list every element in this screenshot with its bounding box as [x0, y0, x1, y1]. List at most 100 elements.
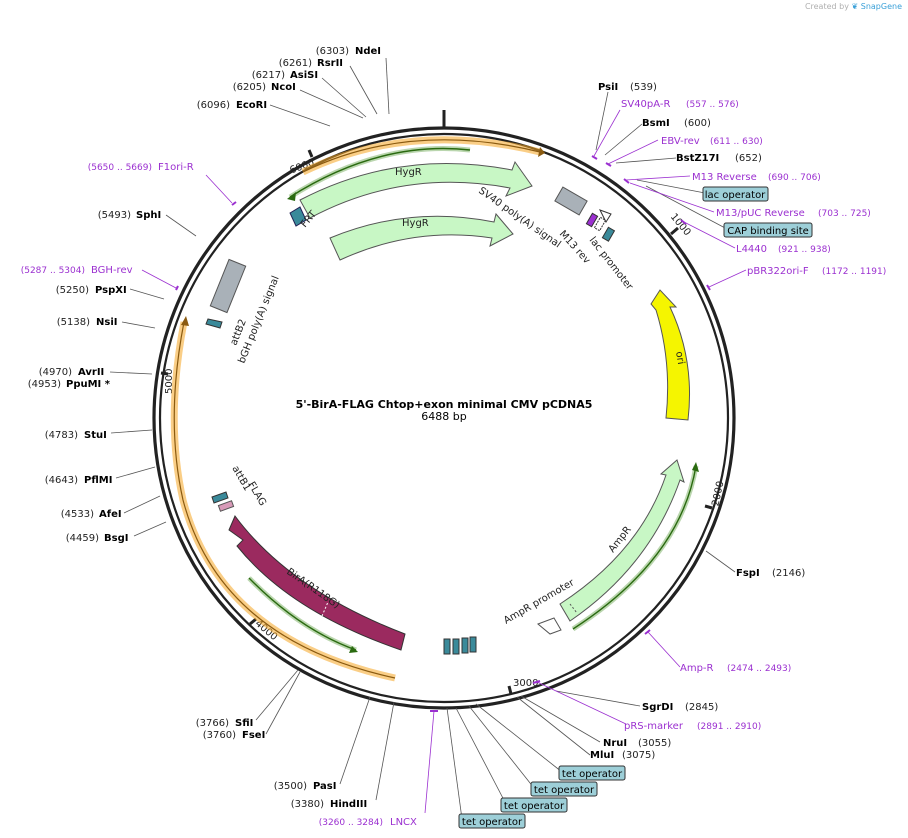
enzyme-pos-sphi: (5493): [98, 210, 131, 221]
green-arc-right-line: [572, 465, 697, 630]
primer-name-m13: M13 Reverse: [692, 172, 757, 183]
m13rev-feature: [585, 212, 599, 228]
enzyme-name-pflmi: PflMI: [84, 475, 112, 486]
attb1-label: attB1: [229, 464, 252, 493]
hygr-outer-label: HygR: [395, 167, 422, 178]
leader-afei: [123, 495, 161, 514]
cap-site-feature: [601, 226, 616, 242]
plasmid-size: 6488 bp: [421, 410, 466, 423]
boxed-labels: lac operator CAP binding site tet operat…: [458, 186, 813, 829]
leader-f1ori: [205, 174, 233, 204]
scale-ticks: [160, 149, 713, 695]
primer-name-pbr: pBR322ori-F: [747, 266, 809, 277]
orange-arc-top-line: [302, 139, 541, 173]
leader-pasi: [339, 696, 371, 785]
leader-sgrdi: [555, 690, 641, 707]
leader-ebv: [607, 139, 659, 165]
primer-range-f1ori: (5650 .. 5669): [88, 163, 152, 173]
leader-sv40: [593, 109, 621, 157]
enzyme-pos-fsei: (3760): [203, 730, 236, 741]
leader-bgh: [141, 269, 177, 289]
primer-name-sv40: SV40pA-R: [621, 99, 670, 110]
leader-mlui: [516, 696, 591, 756]
orange-arc-top-head: [538, 147, 545, 157]
enzyme-name-fspi: FspI: [736, 568, 760, 579]
enzyme-name-hindiii: HindIII: [330, 799, 367, 810]
primer-name-lncx: LNCX: [390, 817, 417, 828]
box-label-tet-operator-3: tet operator: [504, 801, 565, 812]
tick-label-5000: 5000: [164, 369, 175, 394]
enzyme-name-nrui: NruI: [603, 738, 627, 749]
enzyme-pos-bstz17i: (652): [735, 153, 762, 164]
enzyme-name-nsii: NsiI: [96, 317, 117, 328]
box-tet-operator-1: [558, 765, 626, 781]
green-arc-right-head: [692, 462, 699, 472]
box-tet-operator-4: [458, 813, 526, 829]
box-label-lac-operator: lac operator: [705, 190, 766, 201]
sv40-polya-box: [554, 186, 588, 216]
enzyme-name-rsrii: RsrII: [317, 58, 343, 69]
primer-labels: (5650 .. 5669) F1ori-R (5287 .. 5304) BG…: [21, 99, 887, 828]
leader-ncoi: [299, 89, 364, 119]
enzyme-pos-ppumi: (4953): [28, 379, 61, 390]
leader-fspi: [705, 550, 736, 573]
enzyme-pos-nsii: (5138): [57, 317, 90, 328]
primer-range-m13puc: (703 .. 725): [818, 209, 871, 219]
enzyme-pos-psii: (539): [630, 82, 657, 93]
ori-arrow: [650, 289, 690, 421]
ori-label: ori: [673, 351, 686, 366]
bira-arrow: [228, 515, 406, 651]
leader-sfii: [255, 669, 299, 721]
leader-tet-1: [475, 703, 563, 773]
leader-lncx: [424, 710, 435, 814]
leader-asisi: [321, 77, 367, 118]
green-arc-top-head: [287, 192, 296, 201]
primer-name-prs: pRS-marker: [624, 721, 684, 732]
tet-block-4: [469, 636, 477, 653]
bira-split-mark: [321, 601, 329, 617]
leader-ecori: [269, 104, 331, 127]
tet-operator-blocks: [443, 636, 477, 655]
tick-mark-6000: [307, 149, 314, 158]
enzyme-name-pspxi: PspXI: [95, 285, 127, 296]
ampr-split-mark: [569, 603, 578, 614]
ampr-arrow: [559, 459, 685, 622]
primer-range-ampr: (2474 .. 2493): [727, 664, 791, 674]
enzyme-pos-ndei: (6303): [316, 46, 349, 57]
hygr-outer-arrow: [299, 160, 533, 219]
leader-rsrii: [349, 65, 378, 115]
enzyme-pos-pspxi: (5250): [56, 285, 89, 296]
primer-range-prs: (2891 .. 2910): [697, 722, 761, 732]
leader-pbr: [708, 269, 747, 288]
box-label-tet-operator-1: tet operator: [562, 769, 623, 780]
box-lac-operator: [702, 186, 769, 202]
leader-sphi: [165, 214, 197, 237]
primer-tick-sv40: [591, 155, 598, 160]
enzyme-name-fsei: FseI: [242, 730, 265, 741]
enzyme-pos-ncoi: (6205): [233, 82, 266, 93]
enzyme-name-psii: PsiI: [598, 82, 618, 93]
tet-block-2: [452, 638, 460, 655]
credit-prefix: Created by: [804, 2, 849, 11]
leader-bsmi: [604, 123, 643, 156]
enzyme-pos-fspi: (2146): [772, 568, 805, 579]
enzyme-pos-mlui: (3075): [622, 750, 655, 761]
enzyme-pos-rsrii: (6261): [279, 58, 312, 69]
leader-prs: [536, 681, 627, 725]
tick-label-3000: 3000: [513, 678, 538, 689]
plasmid-title: 5'-BirA-FLAG Chtop+exon minimal CMV pCDN…: [296, 398, 593, 411]
enzyme-labels-left: (6303) NdeI (6261) RsrII (6217) AsiSI (6…: [28, 46, 381, 810]
enzyme-name-afei: AfeI: [99, 509, 122, 520]
primer-range-sv40: (557 .. 576): [686, 100, 739, 110]
leader-m13: [625, 175, 691, 181]
snapgene-credit: Created by ❦ SnapGene: [805, 2, 902, 11]
primer-range-pbr: (1172 .. 1191): [822, 267, 886, 277]
box-tet-operator-3: [500, 797, 568, 813]
enzyme-pos-sgrdi: (2845): [685, 702, 718, 713]
green-arc-bottom-head: [349, 646, 358, 653]
leader-tet-3: [455, 707, 507, 805]
backbone-inner-ring: [158, 132, 730, 704]
leader-fsei: [265, 671, 301, 735]
enzyme-pos-asisi: (6217): [252, 70, 285, 81]
enzyme-name-bstz17i: BstZ17I: [676, 153, 719, 164]
